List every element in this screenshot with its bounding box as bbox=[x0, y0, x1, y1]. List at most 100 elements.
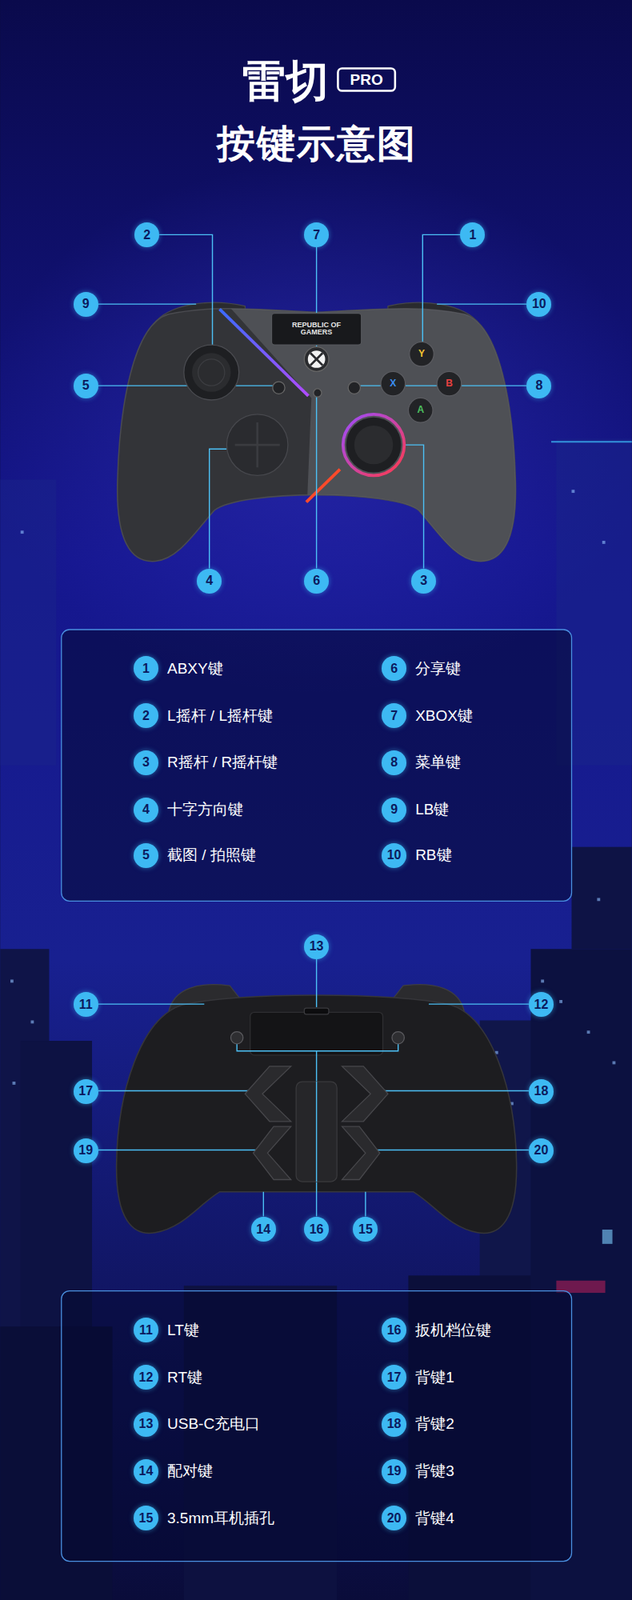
key-name: L摇杆 / L摇杆键 bbox=[167, 706, 273, 725]
city-light bbox=[572, 489, 576, 493]
neon-line bbox=[551, 440, 632, 443]
button-letter: Y bbox=[418, 348, 425, 360]
back-paddle bbox=[253, 1126, 292, 1180]
key-name: 背键3 bbox=[415, 1462, 455, 1481]
screenshot-button bbox=[272, 381, 285, 394]
leader-line bbox=[376, 1090, 529, 1092]
leader-line bbox=[98, 1090, 258, 1092]
callout-number: 19背键3 bbox=[381, 1459, 407, 1484]
screen-text: REPUBLIC OF GAMERS bbox=[284, 321, 350, 338]
callout-number: 19 bbox=[73, 1138, 99, 1164]
callout-label: 19 bbox=[387, 1464, 402, 1478]
callout-label: 1 bbox=[142, 662, 150, 676]
callout-label: 2 bbox=[143, 228, 151, 242]
callout-label: 5 bbox=[142, 848, 150, 862]
key-name: LB键 bbox=[415, 800, 449, 820]
callout-number: 4十字方向键 bbox=[133, 797, 159, 823]
callout-number: 2L摇杆 / L摇杆键 bbox=[133, 703, 159, 728]
right-stick bbox=[346, 417, 402, 473]
city-light bbox=[559, 1000, 563, 1004]
callout-label: 2 bbox=[142, 709, 150, 723]
callout-label: 19 bbox=[78, 1144, 93, 1157]
usb-port bbox=[304, 1008, 329, 1015]
callout-label: 12 bbox=[139, 1371, 154, 1384]
left-stick bbox=[184, 344, 240, 400]
callout-number: 8菜单键 bbox=[381, 750, 407, 776]
callout-label: 13 bbox=[139, 1417, 154, 1431]
callout-number: 6 bbox=[304, 568, 329, 594]
face-button bbox=[436, 371, 462, 396]
leader-line bbox=[98, 384, 273, 386]
face-button bbox=[409, 341, 435, 367]
key-name: ABXY键 bbox=[167, 660, 224, 679]
leader-line bbox=[404, 444, 424, 568]
key-name: 背键4 bbox=[415, 1508, 455, 1528]
key-name: R摇杆 / R摇杆键 bbox=[167, 753, 278, 772]
callout-number: 18 bbox=[528, 1079, 554, 1104]
callout-label: 8 bbox=[390, 756, 398, 769]
leader-lines bbox=[98, 958, 529, 1217]
callout-label: 3 bbox=[420, 574, 428, 588]
leader-line bbox=[316, 1051, 317, 1217]
city-light bbox=[596, 897, 600, 901]
leader-line bbox=[364, 1192, 366, 1217]
city-light bbox=[612, 1061, 616, 1065]
face-button bbox=[380, 371, 406, 396]
callout-label: 11 bbox=[79, 998, 93, 1012]
city-light bbox=[602, 540, 606, 544]
leader-line bbox=[316, 396, 317, 568]
background-glow bbox=[0, 163, 632, 694]
key-name: 分享键 bbox=[415, 660, 461, 679]
callout-label: 8 bbox=[535, 379, 543, 392]
key-panel bbox=[61, 1291, 572, 1562]
key-name: 背键1 bbox=[415, 1368, 455, 1387]
menu-button bbox=[348, 381, 360, 394]
city-light bbox=[10, 979, 14, 983]
callout-label: 7 bbox=[390, 709, 398, 723]
back-paddle bbox=[342, 1066, 388, 1122]
leader-line bbox=[372, 1149, 529, 1151]
xbox-logo-mark bbox=[310, 352, 323, 365]
callout-label: 14 bbox=[139, 1464, 154, 1478]
callout-number: 18背键2 bbox=[381, 1412, 407, 1437]
translucent-panel bbox=[219, 296, 632, 572]
anime-matrix-screen bbox=[272, 313, 362, 346]
callout-label: 6 bbox=[390, 662, 398, 676]
callout-number: 9 bbox=[73, 292, 99, 317]
key-name: RB键 bbox=[415, 846, 452, 865]
city-light bbox=[30, 1020, 34, 1024]
back-paddle bbox=[342, 1126, 380, 1180]
dpad-cross bbox=[235, 422, 280, 468]
xbox-button bbox=[304, 347, 329, 372]
callout-label: 4 bbox=[205, 574, 213, 588]
callout-label: 11 bbox=[139, 1324, 153, 1337]
city-light bbox=[540, 979, 544, 983]
left-stick-cap bbox=[192, 352, 231, 392]
callout-label: 20 bbox=[534, 1144, 549, 1157]
key-name: XBOX键 bbox=[415, 706, 473, 725]
leader-line bbox=[316, 1081, 317, 1182]
city-light bbox=[602, 1229, 613, 1244]
leader-line bbox=[436, 303, 527, 304]
callout-number: 12RT键 bbox=[133, 1364, 159, 1390]
callout-label: 16 bbox=[387, 1324, 402, 1337]
share-button bbox=[313, 388, 322, 397]
callout-label: 9 bbox=[390, 803, 398, 816]
callout-number: 13 bbox=[304, 934, 329, 960]
callout-label: 1 bbox=[468, 228, 476, 242]
city-light bbox=[12, 1081, 16, 1085]
brand-name: 雷切 bbox=[242, 57, 329, 105]
leader-line bbox=[422, 234, 460, 342]
callout-number: 5 bbox=[73, 373, 99, 399]
callout-number: 14配对键 bbox=[133, 1459, 159, 1484]
right-stick-light bbox=[343, 414, 405, 476]
callout-number: 4 bbox=[196, 568, 222, 594]
callout-number: 10 bbox=[526, 292, 552, 317]
center-module bbox=[296, 1081, 337, 1182]
key-name: 背键2 bbox=[415, 1415, 455, 1434]
leader-lines bbox=[98, 234, 528, 568]
key-name: 3.5mm耳机插孔 bbox=[167, 1508, 275, 1528]
dpad bbox=[226, 414, 288, 476]
back-paddle bbox=[244, 1066, 291, 1122]
callout-label: 13 bbox=[309, 940, 324, 953]
